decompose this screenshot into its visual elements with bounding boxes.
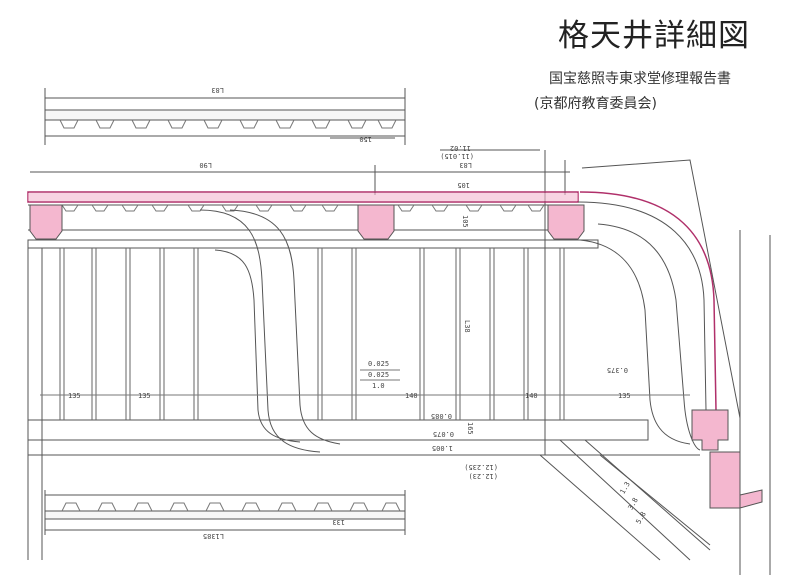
dim-top-plan-segment: 150 <box>359 135 372 143</box>
dim-corner: 0.375 <box>607 366 628 374</box>
bottom-plan-strip <box>44 490 406 535</box>
dim-grid-left-2: 135 <box>138 392 151 400</box>
dim-vertical-height: L38 <box>463 320 471 333</box>
dim-bottom-b: 0.075 <box>433 430 454 438</box>
dim-grid-right-2: 135 <box>618 392 631 400</box>
top-plan-strip <box>44 88 406 145</box>
bracket-block-right <box>547 204 585 240</box>
bracket-block-center <box>357 204 395 240</box>
dim-beam-width-alt: (11.015) <box>440 152 474 160</box>
drawing-title: 格天井詳細図 <box>558 18 750 54</box>
dim-grid-right-1: 140 <box>525 392 538 400</box>
publisher-caption: (京都府教育委員会) <box>534 96 657 112</box>
dim-grid-mid: 140 <box>405 392 418 400</box>
dim-diag-label-2: 3.8 <box>627 497 640 512</box>
dim-bottom-d: 165 <box>466 422 474 435</box>
dim-small-a: 0.025 <box>368 360 389 368</box>
dim-diag-label-1: 1.3 <box>619 481 632 496</box>
dim-bottom-plan-total: L1385 <box>203 532 224 540</box>
dim-bottom-a: 0.085 <box>431 412 452 420</box>
dim-diag-label-3: 5.8 <box>635 511 648 526</box>
dim-diag-a: (12.235) <box>464 463 498 471</box>
corner-post-block <box>691 409 729 451</box>
corner-base-block <box>709 451 741 509</box>
dim-span-right: L83 <box>459 161 472 169</box>
dim-rail-inner: 105 <box>461 215 469 228</box>
bracket-block-left <box>29 204 63 240</box>
dim-diag-b: (12.23) <box>468 472 498 480</box>
dim-rail-thick: 105 <box>457 181 470 189</box>
dim-grid-left-1: 135 <box>68 392 81 400</box>
source-caption: 国宝慈照寺東求堂修理報告書 <box>549 71 731 87</box>
dim-small-c: 1.0 <box>372 382 385 390</box>
dim-beam-width: 11.02 <box>450 144 471 152</box>
dim-top-plan-total: L83 <box>211 86 224 94</box>
dim-small-b: 0.025 <box>368 371 389 379</box>
dim-bottom-plan-segment: 133 <box>332 518 345 526</box>
dim-span-left: L90 <box>199 161 212 169</box>
dim-bottom-c: 1.005 <box>432 444 453 452</box>
